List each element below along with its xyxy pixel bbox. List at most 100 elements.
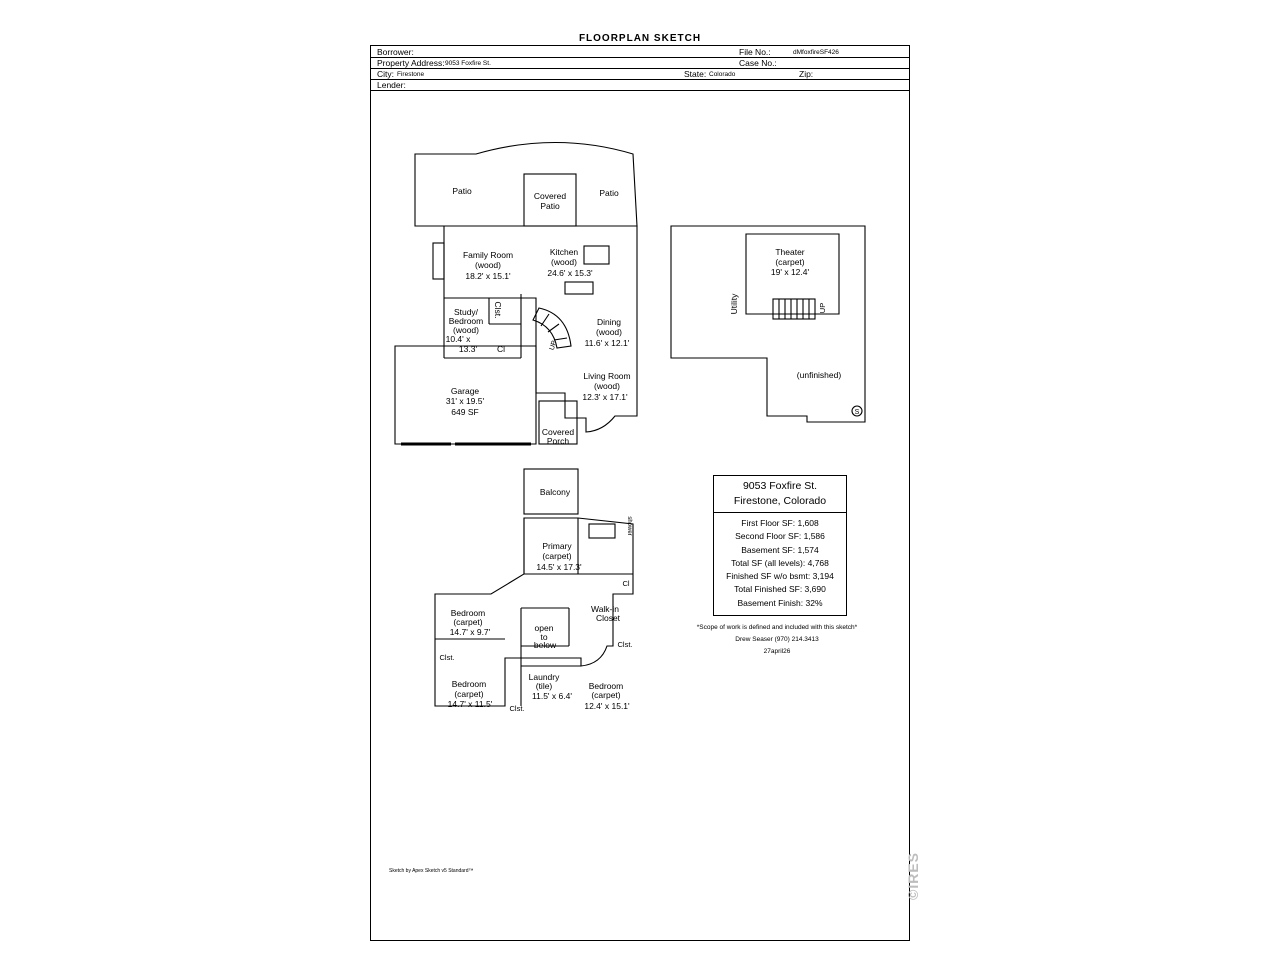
dining-name: Dining	[597, 317, 621, 327]
header-row-borrower: Borrower: File No.: dMfoxfireSF426	[371, 46, 909, 58]
borrower-label: Borrower:	[377, 47, 414, 57]
patio-right-label: Patio	[599, 188, 619, 198]
sketch-credit: Sketch by Apex Sketch v5 Standard™	[389, 868, 474, 874]
header-row-city: City: Firestone State: Colorado Zip:	[371, 68, 909, 80]
floorplan-drawing: Patio Covered Patio Patio Family Room (w…	[394, 142, 866, 713]
open-below-label-2: to	[540, 632, 547, 642]
state-value: Colorado	[709, 71, 736, 78]
theater-floor: (carpet)	[775, 257, 804, 267]
basement-plan	[670, 225, 866, 423]
bedroom-sw-size: 14.7' x 11.5'	[448, 699, 493, 709]
city-value: Firestone	[397, 71, 425, 78]
state-label: State:	[684, 69, 707, 79]
study-cl-label: Cl	[497, 344, 505, 354]
kitchen-floor: (wood)	[551, 257, 577, 267]
header-row-property: Property Address: 9053 Foxfire St. Case …	[371, 57, 909, 69]
open-below-label-1: open	[535, 623, 554, 633]
utility-label: Utility	[729, 293, 739, 315]
summary-address-line1: 9053 Foxfire St.	[742, 480, 818, 492]
bedroom-nw-name: Bedroom	[451, 608, 486, 618]
study-floor: (wood)	[453, 325, 479, 335]
sketch-date: 27april26	[763, 648, 791, 655]
dining-size: 11.6' x 12.1'	[585, 338, 630, 348]
bedroom-se-size: 12.4' x 15.1'	[584, 701, 630, 711]
kitchen-name: Kitchen	[550, 247, 579, 257]
study-size-1: 10.4' x	[446, 334, 472, 344]
covered-patio-label-2: Patio	[540, 201, 560, 211]
dining-floor: (wood)	[596, 327, 622, 337]
summary-address-line2: Firestone, Colorado	[733, 495, 827, 507]
laundry-size: 11.5' x 6.4'	[532, 691, 572, 701]
second-floor-labels: Balcony Primary (carpet) 14.5' x 17.3' s…	[440, 487, 633, 713]
primary-size: 14.5' x 17.3'	[536, 562, 582, 572]
covered-porch-label-1: Covered	[542, 427, 574, 437]
basement-unfinished-label: (unfinished)	[797, 370, 842, 380]
basement-up-label: UP	[818, 303, 827, 313]
summary-lines: First Floor SF: 1,608 Second Floor SF: 1…	[714, 513, 846, 610]
summary-basement: Basement SF: 1,574	[741, 544, 819, 555]
laundry-name: Laundry	[529, 672, 560, 682]
patio-left-label: Patio	[452, 186, 472, 196]
summary-address: 9053 Foxfire St. Firestone, Colorado	[714, 476, 846, 513]
second-floor-closet-label-1: Clst.	[440, 653, 455, 662]
summary-finished-wo-bsmt: Finished SF w/o bsmt: 3,194	[726, 571, 834, 582]
bedroom-se-floor: (carpet)	[591, 690, 620, 700]
square-footage-summary: 9053 Foxfire St. Firestone, Colorado Fir…	[713, 475, 847, 616]
preparer-line: Drew Seaser (970) 214.3413	[735, 636, 819, 643]
study-name-1: Study/	[454, 307, 479, 317]
basement-labels: Theater (carpet) 19' x 12.4' Utility UP …	[729, 247, 860, 416]
kitchen-size: 24.6' x 15.3'	[547, 268, 593, 278]
living-room-size: 12.3' x 17.1'	[582, 392, 628, 402]
theater-name: Theater	[775, 247, 804, 257]
first-floor-up-label: UP	[549, 339, 559, 351]
case-no-label: Case No.:	[739, 58, 777, 68]
living-room-floor: (wood)	[594, 381, 620, 391]
theater-size: 19' x 12.4'	[771, 267, 810, 277]
scope-note: *Scope of work is defined and included w…	[696, 624, 858, 631]
family-room-floor: (wood)	[475, 260, 501, 270]
covered-porch-label-2: Porch	[547, 436, 569, 446]
summary-basement-finish: Basement Finish: 32%	[737, 597, 823, 608]
balcony-label: Balcony	[540, 487, 571, 497]
file-no-label: File No.:	[739, 47, 771, 57]
living-room-name: Living Room	[583, 371, 630, 381]
open-below-label-3: below	[534, 640, 557, 650]
family-room-size: 18.2' x 15.1'	[465, 271, 511, 281]
first-floor-plan	[394, 142, 638, 446]
summary-second-floor: Second Floor SF: 1,586	[735, 531, 825, 542]
second-floor-closet-label-2: Clst.	[618, 640, 633, 649]
sump-pump-label: S	[855, 409, 860, 416]
file-no-value: dMfoxfireSF426	[793, 49, 839, 56]
second-floor-closet-label-3: Clst.	[510, 704, 525, 713]
study-size-2: 13.3'	[459, 344, 478, 354]
garage-area: 649 SF	[451, 407, 478, 417]
primary-floor: (carpet)	[542, 551, 571, 561]
bedroom-nw-floor: (carpet)	[453, 617, 482, 627]
garage-name: Garage	[451, 386, 480, 396]
property-address-label: Property Address:	[377, 58, 445, 68]
walk-in-closet-label-2: Closet	[596, 613, 621, 623]
primary-name: Primary	[542, 541, 572, 551]
page-title: FLOORPLAN SKETCH	[578, 33, 702, 44]
city-label: City:	[377, 69, 394, 79]
study-closet-label: Clst.	[493, 302, 503, 319]
bedroom-sw-floor: (carpet)	[454, 689, 483, 699]
bedroom-se-name: Bedroom	[589, 681, 624, 691]
shower-label: shower	[626, 516, 632, 535]
summary-total: Total SF (all levels): 4,768	[731, 557, 829, 568]
garage-size: 31' x 19.5'	[446, 396, 485, 406]
bedroom-sw-name: Bedroom	[452, 679, 487, 689]
lender-label: Lender:	[377, 80, 406, 90]
primary-cl-label: Cl	[622, 579, 629, 588]
summary-first-floor: First Floor SF: 1,608	[741, 518, 819, 528]
covered-patio-label-1: Covered	[534, 191, 566, 201]
floorplan-sheet: Borrower: File No.: dMfoxfireSF426 Prope…	[370, 45, 910, 941]
header-row-lender: Lender:	[371, 79, 909, 91]
zip-label: Zip:	[799, 69, 814, 79]
family-room-name: Family Room	[463, 250, 513, 260]
property-address-value: 9053 Foxfire St.	[445, 60, 491, 67]
bedroom-nw-size: 14.7' x 9.7'	[450, 627, 491, 637]
first-floor-labels: Patio Covered Patio Patio Family Room (w…	[446, 186, 631, 446]
second-floor-plan	[434, 468, 634, 707]
ires-watermark: ©IRES	[905, 852, 921, 900]
